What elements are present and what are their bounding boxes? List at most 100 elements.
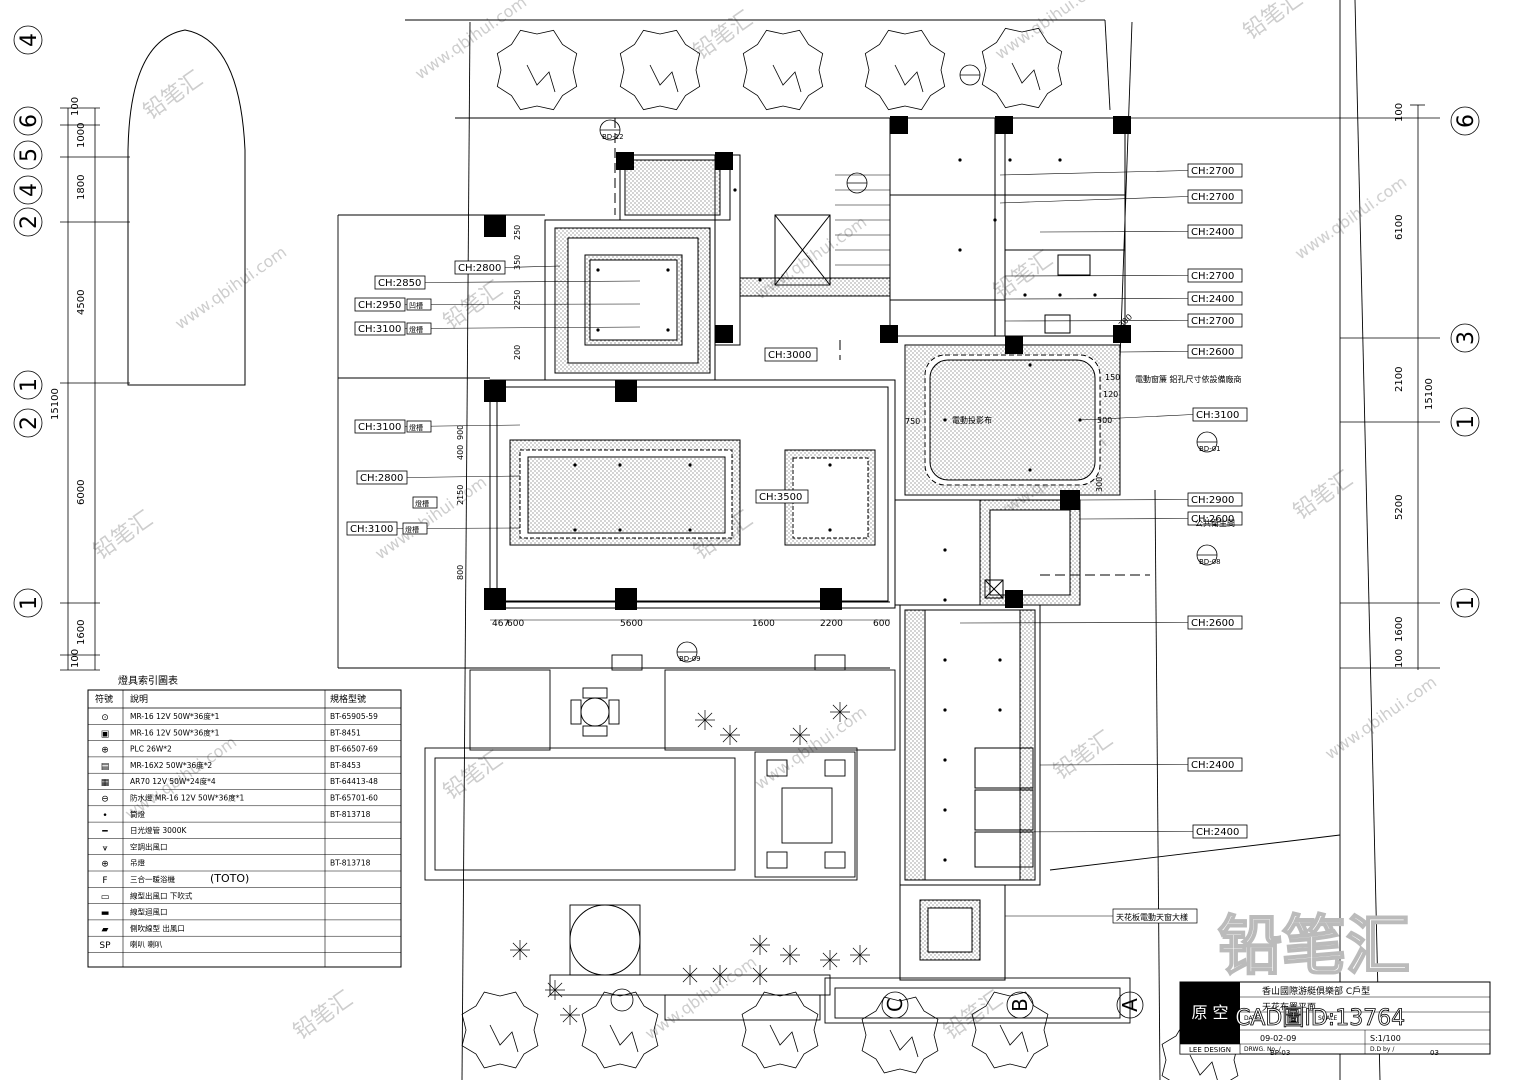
tree-branch: [772, 64, 802, 93]
watermark-text: 铅笔汇: [439, 747, 507, 805]
tree-branch: [489, 1024, 519, 1053]
ceiling-height-label: CH:3100: [354, 321, 641, 336]
legend-header-symbol: 符號: [95, 693, 113, 705]
ceiling-height-label: CH:2800: [356, 470, 521, 485]
ceiling-note-box: [406, 420, 432, 433]
shrub-leaf: [752, 937, 761, 946]
downlight: [1093, 293, 1097, 297]
legend-symbol: ▭: [101, 892, 110, 902]
ceiling-height-label: CH:3100: [346, 521, 521, 536]
tree-branch: [1189, 1054, 1218, 1080]
ceiling-height-label: CH:3100: [1079, 407, 1248, 422]
shrub-leaf: [554, 982, 563, 991]
svg-text:467: 467: [492, 619, 509, 629]
tree-canopy: [971, 991, 1049, 1069]
shrub-leaf: [799, 734, 808, 743]
ceiling-height-value: CH:3100: [358, 422, 401, 433]
downlight: [618, 528, 622, 532]
shrub-leaf: [512, 942, 521, 951]
shrub-leaf: [729, 734, 738, 743]
ceiling-height-value: CH:3100: [358, 324, 401, 335]
cad-id: CAD圖ID:13764: [1235, 1006, 1405, 1031]
downlight: [943, 418, 947, 422]
ceiling-note: 燈槽: [409, 423, 423, 432]
ceiling-height-label: CH:2700: [999, 163, 1243, 178]
ceiling-height-value: CH:2800: [458, 263, 501, 274]
ceiling-note-box: [412, 496, 438, 509]
company-name: LEE DESIGN: [1189, 1046, 1231, 1054]
svg-text:6100: 6100: [1394, 215, 1405, 240]
downlight: [958, 158, 962, 162]
svg-text:BD-09: BD-09: [679, 655, 701, 663]
ceiling-height-value: CH:2600: [1191, 347, 1234, 358]
svg-text:750: 750: [905, 417, 920, 426]
ceiling-height-value: CH:2800: [360, 473, 403, 484]
ceiling-note: 凹槽: [409, 301, 423, 310]
ceiling-height-value: CH:2400: [1191, 294, 1234, 305]
ceiling-height-label: CH:2600: [959, 615, 1243, 630]
shrub-leaf: [569, 1007, 578, 1016]
ceiling-height-value: CH:3100: [350, 524, 393, 535]
shrub-leaf: [547, 982, 556, 991]
downlight: [596, 328, 600, 332]
left-grid-labels: 4 6 5 4 2 1 2 1: [17, 33, 42, 610]
legend-description: 喇叭 喇叭: [130, 939, 163, 949]
legend-model: BT-64413-48: [330, 777, 378, 786]
svg-text:900: 900: [456, 425, 465, 440]
legend-description: 側吹線型 出風口: [130, 923, 185, 933]
ceiling-height-label: CH:2800: [454, 260, 561, 275]
oval-pool: [127, 29, 246, 386]
svg-text:1600: 1600: [752, 619, 775, 629]
svg-text:100: 100: [1394, 649, 1405, 668]
legend-symbol: ⊖: [101, 795, 109, 805]
svg-text:15100: 15100: [50, 388, 61, 420]
right-grid-axis: [1130, 104, 1480, 670]
ceiling-note: 燈槽: [415, 499, 429, 508]
shrub-leaf: [519, 942, 528, 951]
shrub-leaf: [704, 719, 713, 728]
dd-number: 03: [1430, 1049, 1439, 1057]
svg-text:A: A: [1118, 998, 1142, 1012]
downlight: [1028, 468, 1032, 472]
tree-branch: [526, 64, 556, 93]
downlight: [998, 708, 1002, 712]
svg-text:BD-12: BD-12: [602, 133, 624, 141]
watermark-text: www.qbihui.com: [641, 952, 760, 1043]
downlight: [666, 268, 670, 272]
shrub-leaf: [697, 712, 706, 721]
svg-text:500: 500: [1097, 416, 1112, 425]
legend-symbol: ▦: [101, 778, 110, 788]
ceiling-height-value: CH:2400: [1196, 827, 1239, 838]
svg-text:B: B: [1008, 998, 1032, 1012]
svg-text:200: 200: [513, 345, 522, 360]
legend-description: 空調出風口: [130, 841, 168, 851]
shrub-leaf: [697, 719, 706, 728]
bottom-grid-labels: C B A: [883, 998, 1142, 1012]
downlight: [958, 248, 962, 252]
downlight: [1028, 363, 1032, 367]
legend-model: BT-8451: [330, 728, 361, 737]
shrub-leaf: [839, 704, 848, 713]
shrub-leaf: [799, 727, 808, 736]
ceiling-height-label: CH:2400: [979, 824, 1248, 839]
shrub-leaf: [512, 949, 521, 958]
grid-bubble-label: 2: [17, 416, 42, 430]
grid-bubble-label: 5: [17, 148, 42, 162]
svg-text:600: 600: [507, 619, 524, 629]
legend-header-model: 規格型號: [330, 693, 366, 705]
ceiling-height-labels-right: CH:2700CH:2700CH:2400CH:2700CH:2400CH:27…: [959, 163, 1248, 839]
downlight: [758, 278, 762, 282]
plan-notes: 電動窗簾 鋁孔尺寸依設備廠商 電動投影布 公共衛生間 天花板電動天窗大樣: [952, 374, 1242, 924]
legend-symbol: ▤: [101, 762, 110, 772]
shrub-leaf: [519, 949, 528, 958]
ceiling-height-label: CH:3000: [764, 347, 818, 362]
site-boundary: [337, 0, 1381, 1080]
svg-text:1800: 1800: [76, 175, 87, 200]
downlight: [573, 528, 577, 532]
legend-description: 線型迴風口: [130, 907, 168, 917]
atrium-note: 天花板電動天窗大樣: [1116, 912, 1188, 922]
tree-canopy: [496, 29, 578, 111]
drawing-date: 09-02-09: [1260, 1034, 1296, 1043]
legend-description: 線型出風口 下吹式: [130, 890, 193, 900]
